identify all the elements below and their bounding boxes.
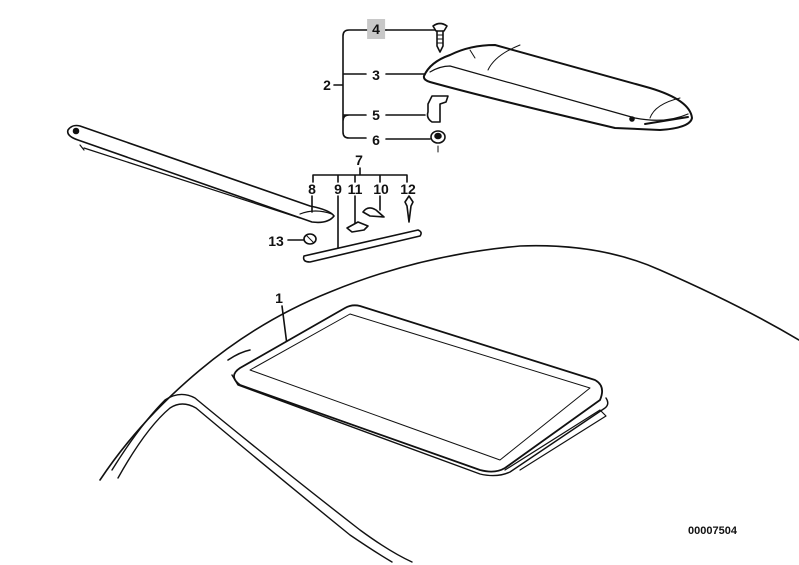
callout-5: 5 [372,107,380,123]
screw-part-4 [432,22,448,53]
clip-part-10 [362,207,385,218]
callout-12: 12 [400,181,416,197]
callout-3: 3 [372,67,380,83]
callout-8: 8 [308,181,316,197]
callout-1: 1 [275,290,283,306]
group-bracket-2 [333,29,387,139]
callout-4-highlighted: 4 [367,19,385,39]
leader-lines-7 [311,195,381,256]
callout-2: 2 [323,77,331,93]
group-bracket-7 [312,167,408,183]
guide-rail [66,124,335,224]
pin-part-12 [404,195,414,223]
callout-6: 6 [372,132,380,148]
sunroof-panel-part-1 [231,304,609,477]
nut-part-6 [430,130,446,153]
callout-11: 11 [347,181,363,197]
callout-9: 9 [334,181,342,197]
diagram-code: 00007504 [688,525,737,537]
sunroof-panel-part-3 [422,44,693,131]
callout-10: 10 [373,181,389,197]
leader-lines [281,29,436,346]
callout-7: 7 [355,152,363,168]
clip-part-11 [346,221,369,233]
car-roof [99,244,799,563]
clip-part-5 [426,95,449,123]
nut-part-13 [303,233,317,245]
rod-part-9 [302,229,422,263]
callout-13: 13 [268,233,284,249]
